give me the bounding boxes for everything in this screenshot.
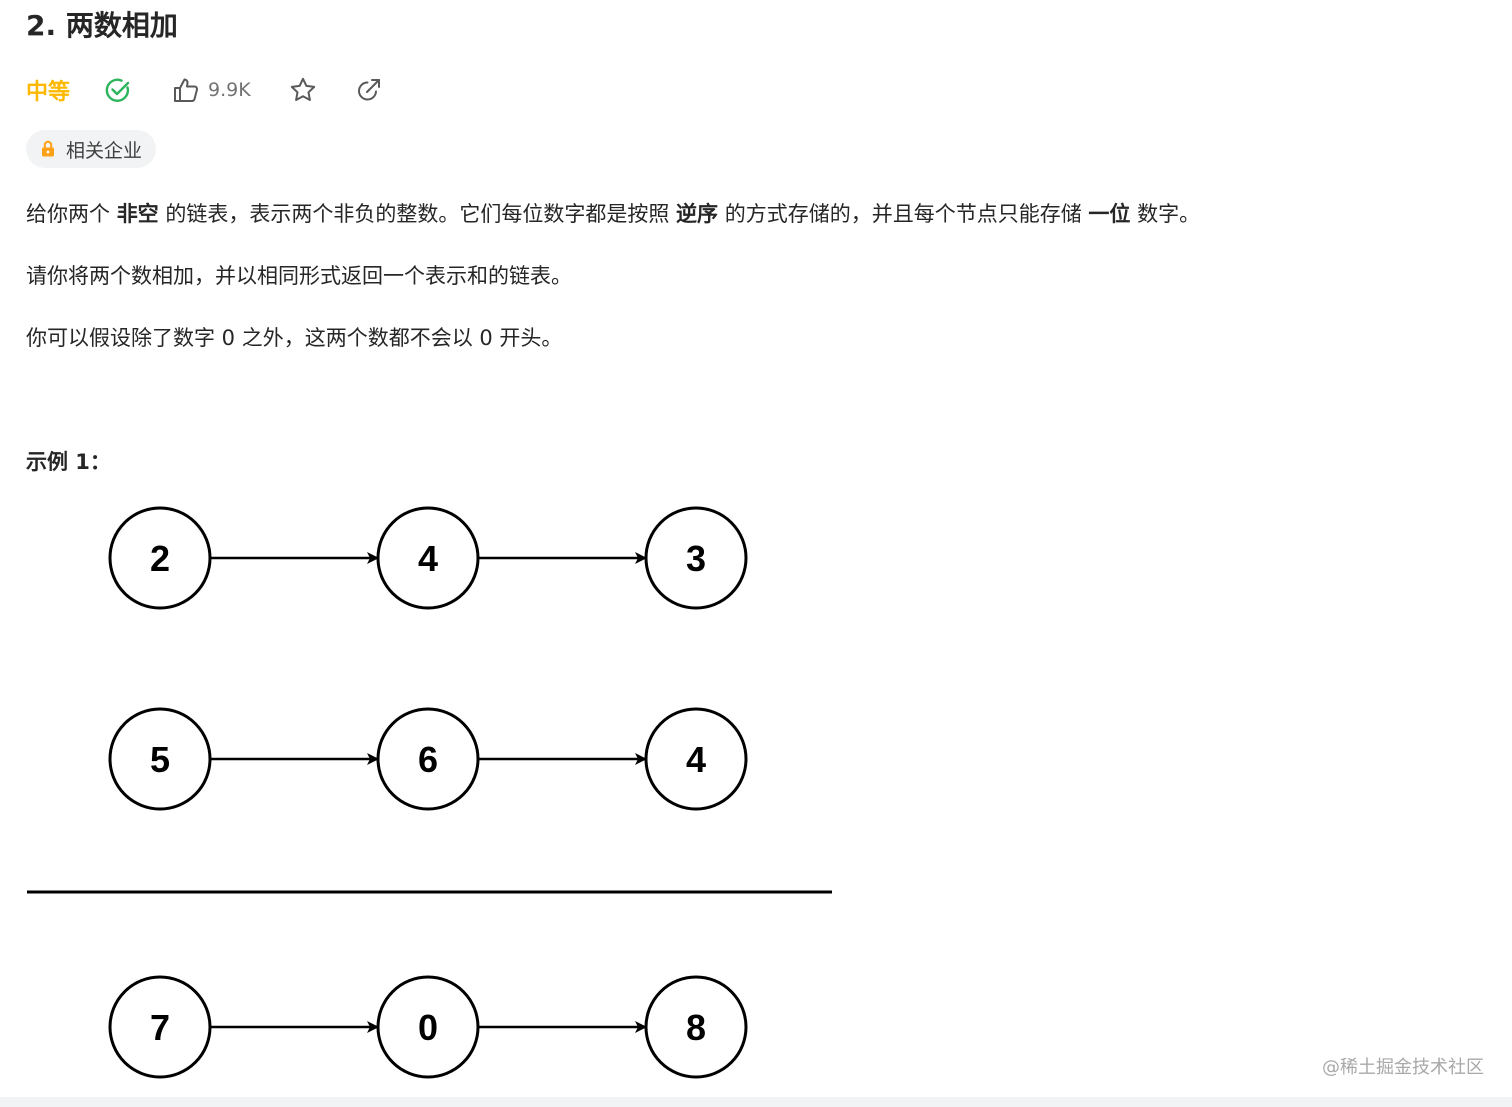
thumbs-up-icon: [172, 76, 200, 104]
description-paragraph-3: 你可以假设除了数字 0 之外，这两个数都不会以 0 开头。: [26, 326, 563, 350]
description-paragraph-1: 给你两个 非空 的链表，表示两个非负的整数。它们每位数字都是按照 逆序 的方式存…: [26, 198, 1200, 228]
problem-meta-row: 中等 9.9K: [26, 70, 383, 110]
list-node-circle: [108, 975, 212, 1079]
description-paragraph-2: 请你将两个数相加，并以相同形式返回一个表示和的链表。: [26, 264, 572, 288]
bottom-bar: [0, 1097, 1512, 1107]
like-button[interactable]: 9.9K: [172, 76, 251, 104]
list-node-circle: [108, 506, 212, 610]
related-companies-tag[interactable]: 相关企业: [26, 130, 157, 168]
list-node-value: 3: [686, 538, 706, 579]
desc-text: 的链表，表示两个非负的整数。它们每位数字都是按照: [158, 202, 677, 226]
list-node-value: 6: [418, 739, 438, 780]
favorite-button[interactable]: [289, 76, 317, 104]
list-node-circle: [376, 975, 480, 1079]
linked-list-row: 2 4 3: [108, 506, 748, 610]
desc-bold-one-digit: 一位: [1088, 202, 1131, 226]
list-node-value: 8: [686, 1007, 706, 1048]
lock-icon: [40, 140, 56, 158]
share-icon: [355, 76, 383, 104]
desc-text: 给你两个: [26, 202, 117, 226]
related-companies-label: 相关企业: [66, 139, 143, 162]
linked-list-diagram: 2 4 3 5 6 4 7 0 8: [27, 506, 832, 1079]
list-node-value: 4: [418, 538, 438, 579]
like-count: 9.9K: [208, 79, 251, 101]
list-node-circle: [644, 707, 748, 811]
share-button[interactable]: [355, 76, 383, 104]
list-node-value: 2: [150, 538, 170, 579]
problem-title: 2. 两数相加: [26, 9, 178, 42]
check-circle-icon: [104, 76, 132, 104]
watermark: @稀土掘金技术社区: [1322, 1057, 1484, 1078]
desc-bold-nonempty: 非空: [116, 202, 159, 226]
difficulty-label: 中等: [26, 80, 71, 105]
list-node-value: 5: [150, 739, 170, 780]
list-node-circle: [108, 707, 212, 811]
list-node-circle: [376, 707, 480, 811]
example-heading: 示例 1：: [26, 450, 111, 474]
linked-list-row: 7 0 8: [108, 975, 748, 1079]
linked-list-row: 5 6 4: [108, 707, 748, 811]
list-node-value: 4: [686, 739, 706, 780]
list-node-circle: [644, 975, 748, 1079]
desc-text: 的方式存储的，并且每个节点只能存储: [718, 202, 1089, 226]
desc-text: 数字。: [1130, 202, 1201, 226]
list-node-value: 7: [150, 1007, 170, 1048]
list-node-circle: [376, 506, 480, 610]
list-node-circle: [644, 506, 748, 610]
list-node-value: 0: [418, 1007, 438, 1048]
desc-bold-reverse: 逆序: [676, 202, 719, 226]
star-icon: [289, 76, 317, 104]
